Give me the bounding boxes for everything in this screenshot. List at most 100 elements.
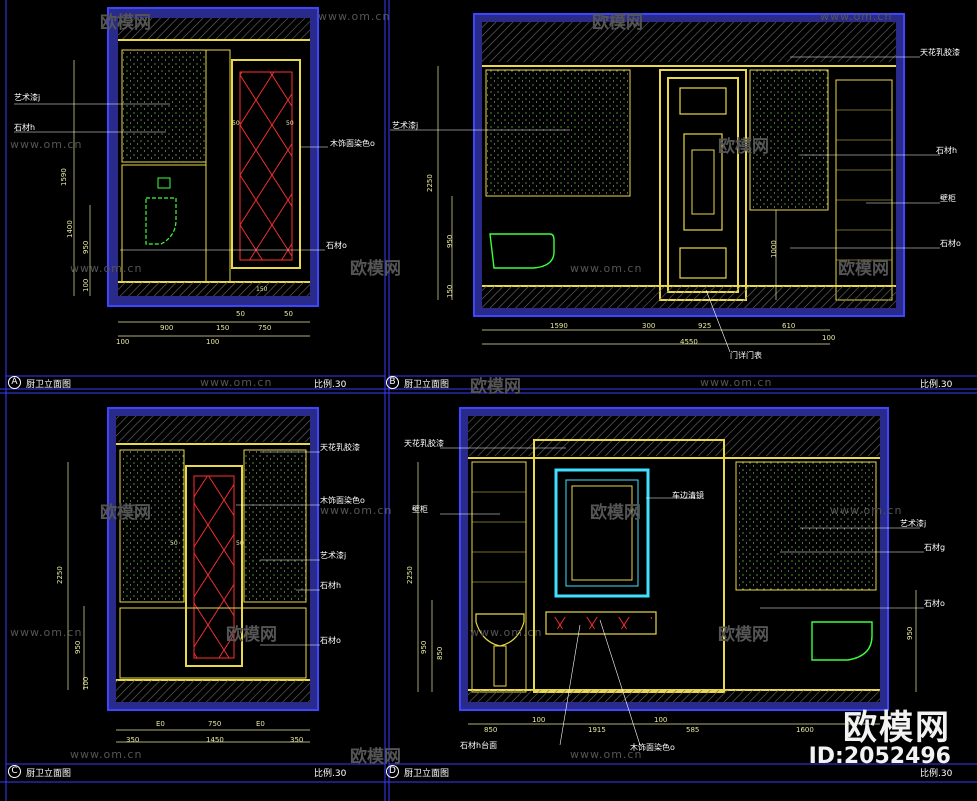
view-c-dimension: 350 (290, 736, 304, 744)
view-c-art-paint-left (119, 449, 185, 603)
view-c-letter: C (8, 765, 21, 778)
view-c-ceiling-hatch (116, 416, 310, 442)
watermark-url: www.om.cn (318, 10, 391, 23)
view-b-material-label: 天花乳胶漆 (920, 48, 960, 57)
watermark-logo: 欧模网 (100, 503, 151, 523)
view-d-material-label: 木饰面染色o (630, 743, 675, 752)
view-d-dimension: 1915 (588, 726, 606, 734)
view-d-dimension: 100 (532, 716, 546, 724)
view-a-ceiling-hatch (118, 18, 310, 40)
view-d-mirror (554, 468, 650, 598)
view-b-ceiling-hatch (482, 22, 896, 62)
view-b-dimension: 950 (446, 234, 454, 248)
watermark-logo: 欧模网 (838, 259, 889, 279)
view-a-material-label: 石材o (326, 241, 347, 250)
view-a-dimension: 750 (258, 324, 272, 332)
watermark-logo: 欧模网 (590, 503, 641, 523)
view-a-dimension: 50 (284, 310, 293, 318)
view-a-dimension: 1400 (66, 220, 74, 238)
view-c-dimension: 750 (208, 720, 222, 728)
watermark-logo: 欧模网 (100, 13, 151, 33)
view-d-dimension: 950 (420, 640, 428, 654)
view-b-material-label: 石材o (940, 239, 961, 248)
view-a-title: 厨卫立面图 (26, 380, 72, 390)
view-b-title: 厨卫立面图 (404, 380, 450, 390)
view-d-ceiling-hatch (468, 416, 880, 456)
elevation-view-b (390, 13, 940, 353)
view-a-material-label: 木饰面染色o (330, 139, 375, 148)
watermark-url: www.om.cn (570, 262, 643, 275)
view-a-scale: 比例.30 (314, 380, 347, 390)
view-d-dimension: 100 (654, 716, 668, 724)
view-c-material-label: 天花乳胶漆 (320, 443, 360, 452)
view-a-dimension: 100 (116, 338, 130, 346)
watermark-url: www.om.cn (70, 262, 143, 275)
elevation-view-c (67, 407, 320, 743)
watermark-url: www.om.cn (470, 626, 543, 639)
stamp-id: ID:2052496 (808, 744, 951, 769)
view-d-dimension: 850 (484, 726, 498, 734)
view-b-material-label: 门详门表 (730, 351, 762, 360)
view-b-dimension: 4550 (680, 338, 698, 346)
view-b-art-paint (485, 69, 631, 197)
view-b-dimension: 2250 (426, 174, 434, 192)
view-c-dimension: 50 (236, 540, 244, 547)
view-d-material-label: 壁柜 (412, 505, 428, 514)
view-c-dimension: E0 (156, 720, 165, 728)
view-b-material-label: 石材h (936, 146, 958, 155)
watermark-logo: 欧模网 (718, 137, 769, 157)
watermark-logo: 欧模网 (350, 747, 401, 767)
view-a-dimension: 50 (236, 310, 245, 318)
elevation-view-a (14, 7, 328, 337)
view-a-material-label: 艺术漆j (14, 93, 41, 102)
view-a-wood-panel (231, 59, 301, 269)
view-d-art-paint (735, 461, 877, 591)
view-d-material-label: 车边清镜 (672, 491, 704, 500)
view-b-dimension: 1590 (550, 322, 568, 330)
watermark-logo: 欧模网 (718, 625, 769, 645)
view-d-vanity-counter (545, 611, 657, 635)
view-c-dimension: 1450 (206, 736, 224, 744)
view-b-scale: 比例.30 (920, 380, 953, 390)
watermark-url: www.om.cn (700, 376, 773, 389)
view-d-material-label: 石材g (924, 543, 946, 552)
watermark-url: www.om.cn (820, 10, 893, 23)
view-b-dimension: 100 (822, 334, 836, 342)
stamp-logo: 欧模网 (843, 708, 951, 748)
view-a-dimension: 50 (232, 120, 240, 127)
view-d-scale: 比例.30 (920, 769, 953, 779)
view-c-title: 厨卫立面图 (26, 769, 72, 779)
watermark-url: www.om.cn (320, 504, 393, 517)
view-b-dimension: 1000 (770, 240, 778, 258)
view-d-letter: D (386, 765, 399, 778)
view-a-dimension: 1590 (60, 168, 68, 186)
view-d-dimension: 950 (906, 626, 914, 640)
view-c-material-label: 艺术漆j (320, 551, 347, 560)
view-a-dimension: 900 (160, 324, 174, 332)
watermark-url: www.om.cn (200, 376, 273, 389)
view-b-dimension: 925 (698, 322, 712, 330)
view-a-letter: A (8, 376, 21, 389)
view-c-dimension: 100 (82, 676, 90, 690)
view-c-dimension: 350 (126, 736, 140, 744)
watermark-url: www.om.cn (570, 748, 643, 761)
view-d-material-label: 天花乳胶漆 (404, 439, 444, 448)
view-d-dimension: 850 (436, 646, 444, 660)
view-a-dimension: 150 (256, 286, 268, 293)
elevation-view-d (417, 407, 924, 746)
view-d-dimension: 2250 (406, 566, 414, 584)
view-b-material-label: 艺术漆j (392, 121, 419, 130)
view-c-dimension: 50 (170, 540, 178, 547)
view-c-material-label: 石材h (320, 581, 342, 590)
watermark-logo: 欧模网 (350, 259, 401, 279)
view-d-dimension: 1600 (796, 726, 814, 734)
view-c-dimension: E0 (256, 720, 265, 728)
view-c-scale: 比例.30 (314, 769, 347, 779)
view-title-strips (6, 375, 977, 765)
view-b-dimension: 610 (782, 322, 796, 330)
view-c-dimension: 2250 (56, 566, 64, 584)
view-b-material-label: 壁柜 (940, 194, 956, 203)
view-a-dimension: 150 (216, 324, 230, 332)
view-d-material-label: 石材o (924, 599, 945, 608)
